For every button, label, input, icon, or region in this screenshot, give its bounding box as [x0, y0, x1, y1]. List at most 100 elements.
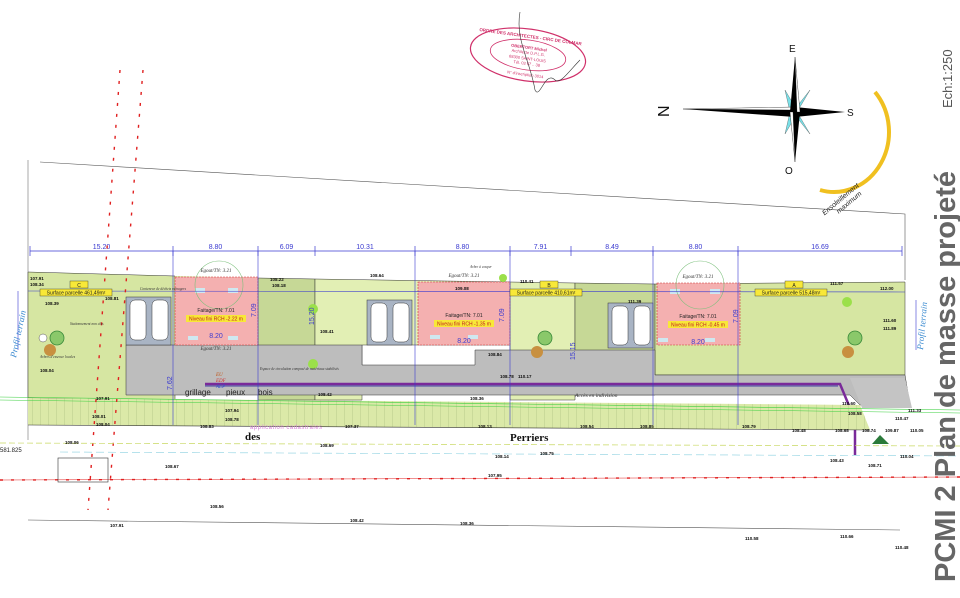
parking-lot-b: [366, 299, 413, 346]
svg-text:Architecte D.P.L.G.: Architecte D.P.L.G.: [511, 48, 545, 58]
house-width: 8.20: [457, 338, 471, 345]
svg-text:E: E: [789, 44, 796, 55]
spot-elevation: 108.18: [272, 283, 286, 288]
spot-elevation: 108.75: [540, 451, 554, 456]
compass-rose: N E S O Ensoleillement maximum: [656, 44, 891, 217]
egout-label: Egout/TN: 3.21: [447, 274, 479, 279]
spot-elevation: 108.67: [165, 464, 179, 469]
spot-elevation: 108.54: [580, 424, 594, 429]
dimension-label: 7.91: [534, 244, 548, 251]
spot-elevation: 107.91: [30, 276, 44, 281]
bois-label: bois: [258, 388, 273, 397]
house-lot-a: [656, 282, 741, 346]
trees-label: Arbres d'essence locales: [39, 355, 76, 359]
spot-elevation: 107.95: [488, 473, 502, 478]
house-width: 8.20: [691, 339, 705, 346]
conteneur-label: Conteneur de déchets ménagers: [140, 287, 187, 291]
spot-elevation: 107.91: [110, 523, 124, 528]
parking-lot-a: [607, 302, 654, 349]
lot-letter: A: [792, 283, 796, 289]
lot-surface: Surface parcelle 515,48m²: [762, 291, 821, 297]
spot-elevation: 109.08: [455, 286, 469, 291]
architect-stamp: ORDRE DES ARCHITECTES - CIRC DE COLMAR O…: [469, 27, 587, 83]
spot-elevation: 108.04: [40, 368, 54, 373]
spot-elevation: 110.58: [745, 536, 759, 541]
dimension-label: 8.49: [605, 244, 619, 251]
spot-elevation: 108.58: [848, 411, 862, 416]
sheet-title: PCMI 2 Plan de masse projeté: [930, 171, 960, 582]
parking-label: Stationnement non clos: [70, 322, 104, 326]
lot-surface: Surface parcelle 410,61m²: [517, 291, 576, 297]
spot-elevation: 110.48: [895, 545, 909, 550]
svg-text:68300 SAINT-LOUIS: 68300 SAINT-LOUIS: [509, 53, 547, 63]
spot-elevation: 111.39: [628, 299, 642, 304]
edf-label: EDF: [215, 379, 227, 384]
spot-elevation: 108.56: [210, 504, 224, 509]
dimension-label: 8.80: [689, 244, 703, 251]
svg-text:OBERTORT Michel: OBERTORT Michel: [511, 43, 547, 53]
spot-elevation: 108.79: [742, 424, 756, 429]
road-name-2: Perriers: [510, 432, 549, 444]
eu-label: EU: [215, 373, 223, 378]
lot-b-labels: B Surface parcelle 410,61m² Faitage/TN: 7.…: [434, 274, 583, 345]
lot-letter: B: [547, 283, 551, 289]
spot-elevation: 111.89: [883, 326, 897, 331]
pieux-label: pieux: [226, 388, 245, 397]
spot-elevation: 110.60: [842, 401, 856, 406]
spot-elevation: 108.22: [270, 277, 284, 282]
spot-elevation: 108.64: [370, 273, 384, 278]
spot-elevation: 108.04: [96, 422, 110, 427]
dimension-label: 15.20: [93, 244, 111, 251]
spot-elevation: 108.36: [460, 521, 474, 526]
spot-elevation: 108.06: [65, 440, 79, 445]
house-depth: 7.09: [733, 309, 740, 323]
spot-elevation: 108.81: [105, 296, 119, 301]
depth-mid: 15.15: [570, 342, 577, 360]
arbre-couper-label: Arbre à couper: [469, 265, 492, 269]
depth-left: 15.20: [309, 307, 316, 325]
dimension-label: 10.31: [356, 244, 374, 251]
spot-elevation: 111.57: [830, 281, 844, 286]
dimension-label: 16.69: [811, 244, 829, 251]
house-lot-c: [174, 276, 259, 346]
spot-elevation: 108.13: [478, 424, 492, 429]
grillage-label: grillage: [185, 388, 211, 397]
lot-surface: Surface parcelle 461,49m²: [47, 291, 106, 297]
signature: [518, 11, 581, 93]
spot-elevation: 109.87: [885, 428, 899, 433]
egout-label: Egout/TN: 3.21: [199, 269, 231, 274]
utility-arrow-icon: [872, 435, 889, 444]
access-road: [125, 344, 911, 406]
dimension-label: 8.80: [209, 244, 223, 251]
spot-elevation: 108.69: [320, 443, 334, 448]
spot-elevation: 108.43: [830, 458, 844, 463]
niveau-label: Niveau fini RCH -1.35 m: [437, 322, 491, 328]
niveau-label: Niveau fini RCH -2.22 m: [189, 317, 243, 323]
svg-text:N: N: [656, 105, 673, 117]
house-depth: 7.09: [251, 303, 258, 317]
spot-elevation: 108.14: [495, 454, 509, 459]
svg-text:Tél. 03 67 .. 38: Tél. 03 67 .. 38: [513, 59, 541, 68]
coordinate-label: 581.825: [0, 448, 22, 454]
spot-elevations: 107.91108.34108.39108.81108.04107.91108.…: [30, 273, 924, 550]
spot-elevation: 108.42: [318, 392, 332, 397]
profil-terrain-right: Profil terrain: [915, 301, 929, 351]
svg-text:N° d'inscription 3014: N° d'inscription 3014: [507, 69, 545, 79]
niveau-label: Niveau fini RCH -0.45 m: [671, 323, 725, 329]
network-line: [205, 382, 857, 455]
aep-label: AEP: [215, 385, 225, 390]
spot-elevation: 112.00: [880, 286, 894, 291]
acces-label: Accès en indivision: [574, 393, 618, 399]
spot-elevation: 107.94: [225, 408, 239, 413]
profil-terrain-left: Profil terrain: [8, 309, 28, 359]
dimension-label: 6.09: [280, 244, 294, 251]
cadastre-label: application cadastrales: [250, 425, 323, 431]
espace-label: Espace de circulation composé de matéria…: [259, 367, 339, 371]
faitage-label: Faitage/TN: 7.01: [445, 313, 482, 319]
spot-elevation: 108.41: [320, 329, 334, 334]
spot-elevation: 111.60: [883, 318, 897, 323]
